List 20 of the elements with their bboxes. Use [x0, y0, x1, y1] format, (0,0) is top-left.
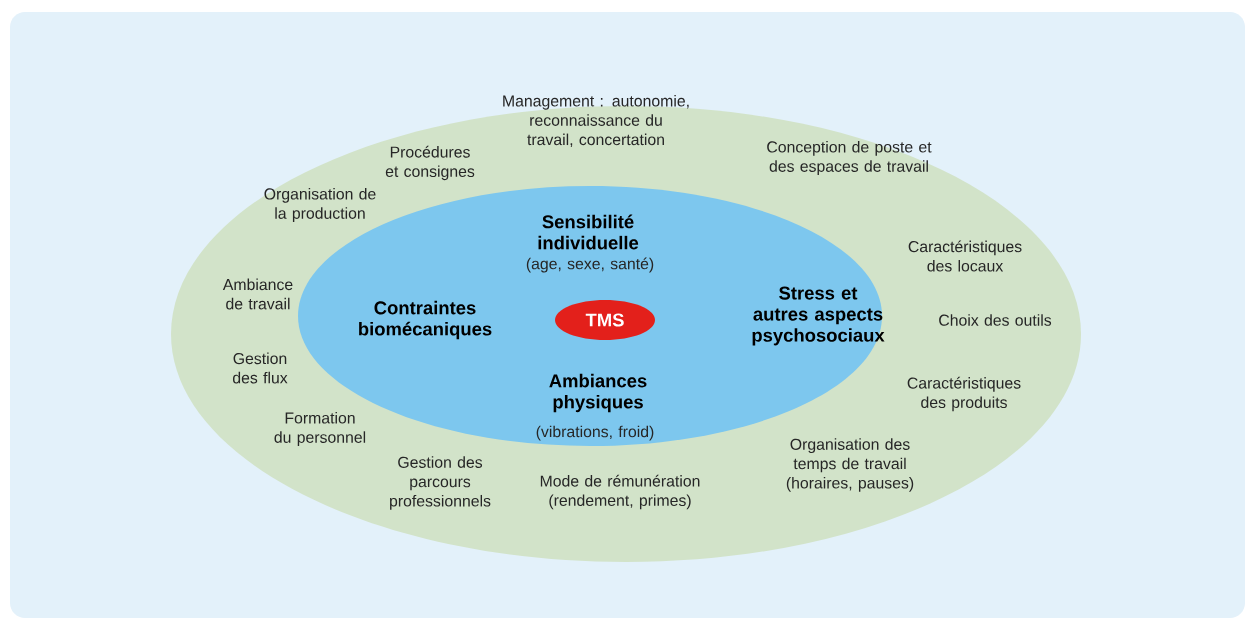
center-label: TMS	[585, 313, 624, 327]
factor-label: Organisation de la production	[264, 187, 376, 223]
factor-label: (vibrations, froid)	[536, 425, 654, 441]
factor-label: Mode de rémunération (rendement, primes)	[540, 474, 700, 510]
factor-label: Conception de poste et des espaces de travail	[767, 140, 932, 176]
factor-heading: Stress et autres aspects psychosociaux	[752, 286, 885, 346]
factor-label: Caractéristiques des locaux	[908, 240, 1022, 272]
factor-heading: Contraintes biomécaniques	[359, 300, 492, 340]
factor-label: Gestion des flux	[233, 352, 288, 384]
factor-label: Choix des outils	[939, 314, 1052, 326]
factor-label: Organisation des temps de travail (horaires, pauses)	[786, 438, 914, 492]
factor-heading: Ambiances physiques	[549, 373, 647, 413]
factor-label: Formation du personnel	[274, 411, 366, 447]
factor-label: Management : autonomie, reconnaissance du travail, concertation	[503, 94, 689, 148]
factor-label: Ambiance de travail	[222, 278, 293, 310]
factor-label: Gestion des parcours professionnels	[390, 456, 491, 510]
factor-label: Procédures et consignes	[385, 145, 475, 181]
factor-heading: Sensibilité individuelle	[538, 214, 639, 250]
factor-label: Caractéristiques des produits	[907, 376, 1021, 412]
factor-label: (age, sexe, santé)	[526, 257, 654, 273]
